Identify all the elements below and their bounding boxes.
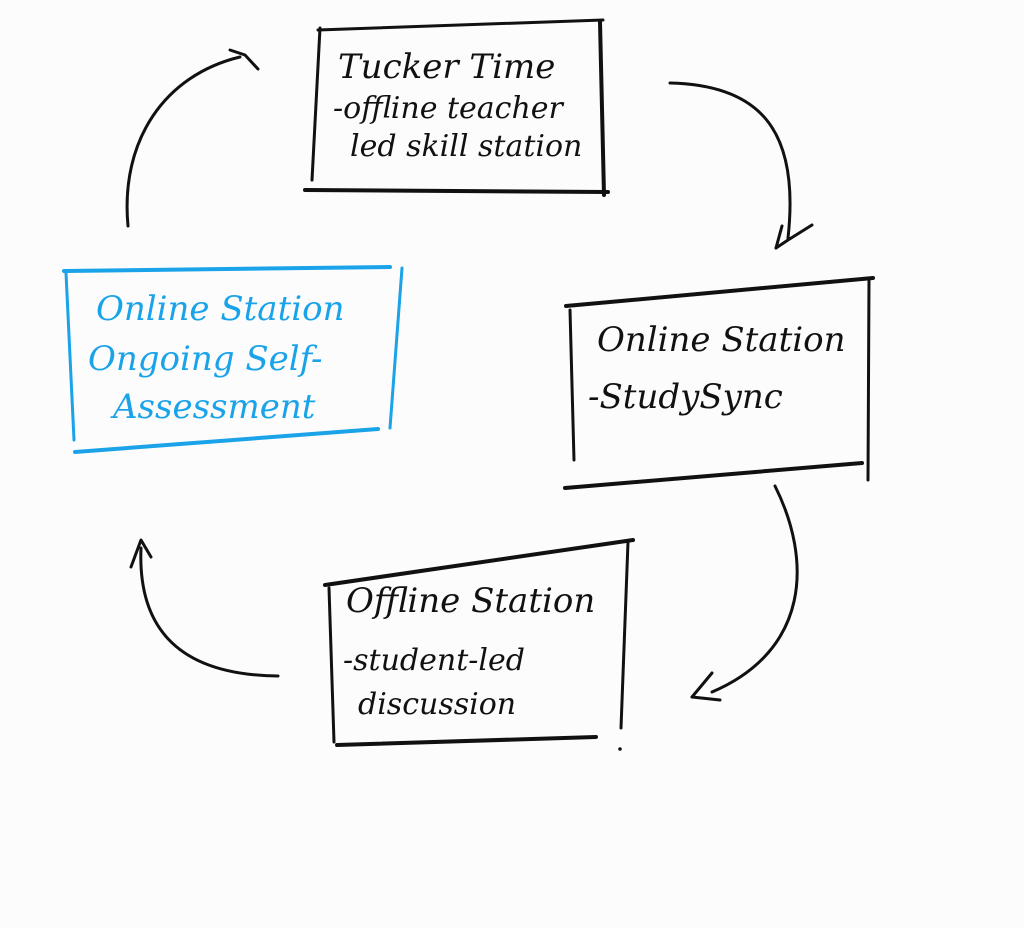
node-line: Offline Station: [346, 581, 595, 621]
node-line: discussion: [358, 687, 516, 722]
node-line: -offline teacher: [333, 91, 565, 126]
box-edge: [73, 427, 380, 454]
box-edge: [310, 26, 322, 182]
arrow-head: [774, 224, 784, 250]
box-edge: [563, 461, 864, 490]
arrow-line: [710, 484, 799, 694]
box-edge: [327, 586, 336, 744]
edge-tucker-to-studysync: [668, 81, 814, 250]
node-line: -StudySync: [588, 377, 783, 417]
arrow-head: [129, 538, 153, 569]
box-edge: [335, 735, 598, 747]
box-edge: [619, 540, 630, 730]
node-online-studysync: Online Station -StudySync: [563, 276, 875, 490]
box-edge: [64, 271, 76, 442]
node-line: led skill station: [350, 129, 582, 164]
box-edge: [316, 18, 605, 32]
node-line: Online Station: [96, 289, 344, 329]
node-tucker-time: Tucker Time -offline teacher led skill s…: [303, 18, 610, 197]
arrow-head: [690, 671, 714, 699]
node-line: Assessment: [110, 387, 316, 427]
edge-assessment-to-tucker: [125, 48, 260, 228]
arrow-head: [228, 48, 260, 71]
arrow-line: [125, 55, 242, 228]
arrow-line: [139, 546, 280, 678]
box-edge: [323, 538, 635, 587]
box-edge: [564, 276, 875, 308]
box-edge: [62, 265, 392, 273]
arrow-head: [690, 695, 722, 702]
arrow-head: [774, 223, 814, 250]
node-line: Tucker Time: [338, 47, 555, 87]
ink-dot: [618, 747, 622, 751]
arrow-line: [668, 81, 792, 240]
edge-studysync-to-offline: [690, 484, 799, 702]
node-online-assessment: Online Station Ongoing Self- Assessment: [62, 265, 404, 454]
box-edge: [598, 20, 606, 197]
node-line: -student-led: [343, 643, 525, 678]
node-offline-discussion: Offline Station -student-led discussion: [323, 538, 635, 751]
box-edge: [388, 266, 404, 430]
node-line: Online Station: [597, 320, 845, 360]
box-edge: [866, 278, 871, 482]
edge-offline-to-assessment: [129, 538, 280, 678]
node-line: Ongoing Self-: [88, 339, 323, 379]
box-edge: [303, 188, 610, 194]
box-edge: [568, 308, 576, 462]
